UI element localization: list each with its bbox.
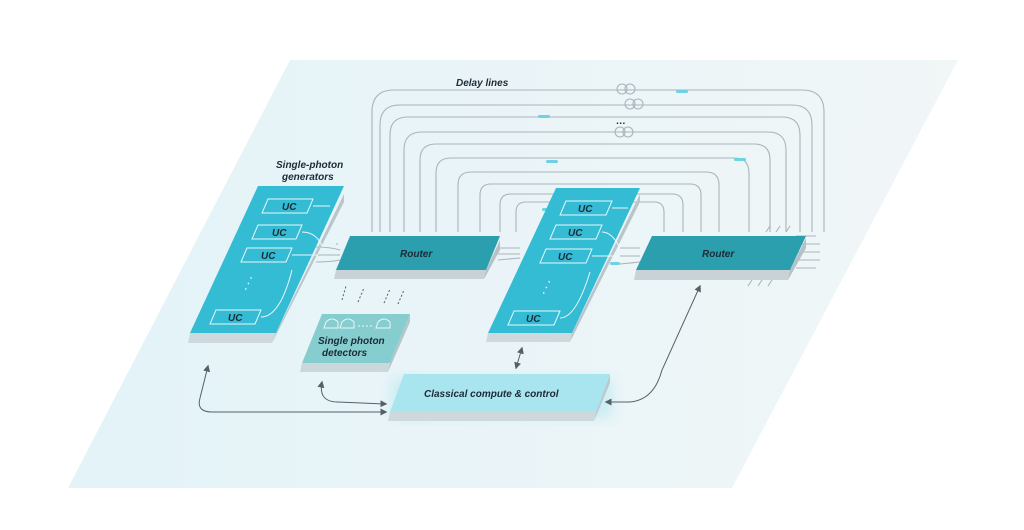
delay-dots: … (616, 116, 626, 127)
detectors-label-line2: detectors (322, 348, 367, 359)
router-detector-arrows (341, 285, 405, 305)
delay-lines-label: Delay lines (456, 78, 509, 89)
router-module-links (497, 247, 521, 261)
svg-text:UC: UC (228, 313, 243, 324)
router-right-outputs (747, 225, 820, 287)
svg-text:UC: UC (578, 204, 593, 215)
generators-label-line2: generators (281, 172, 334, 183)
uc-cell-right-3: UC (539, 248, 618, 264)
svg-text:UC: UC (261, 251, 276, 262)
uc-cell-right-4: UC (507, 271, 591, 326)
control-arrows (198, 284, 701, 416)
router-left (334, 236, 500, 279)
svg-text:UC: UC (558, 252, 573, 263)
svg-text:UC: UC (526, 314, 541, 325)
svg-text:UC: UC (568, 228, 583, 239)
uc-cell-right-1: UC (559, 200, 628, 216)
detectors-label-line1: Single photon (318, 336, 385, 347)
generators-label-line1: Single-photon (276, 160, 343, 171)
uc-cell-left-2: UC (251, 224, 323, 247)
classical-label: Classical compute & control (424, 389, 559, 400)
router-right (634, 236, 806, 280)
uc-cell-left-1: UC (261, 198, 330, 214)
uc-cell-right-2: UC (549, 224, 621, 249)
uc-cell-left-3: UC (240, 247, 318, 263)
classical-compute-control (388, 374, 610, 421)
router-left-label: Router (400, 249, 433, 260)
router-right-label: Router (702, 249, 735, 260)
uc-cell-left-4: UC (209, 269, 293, 325)
svg-text:UC: UC (272, 228, 287, 239)
svg-text:UC: UC (282, 202, 297, 213)
